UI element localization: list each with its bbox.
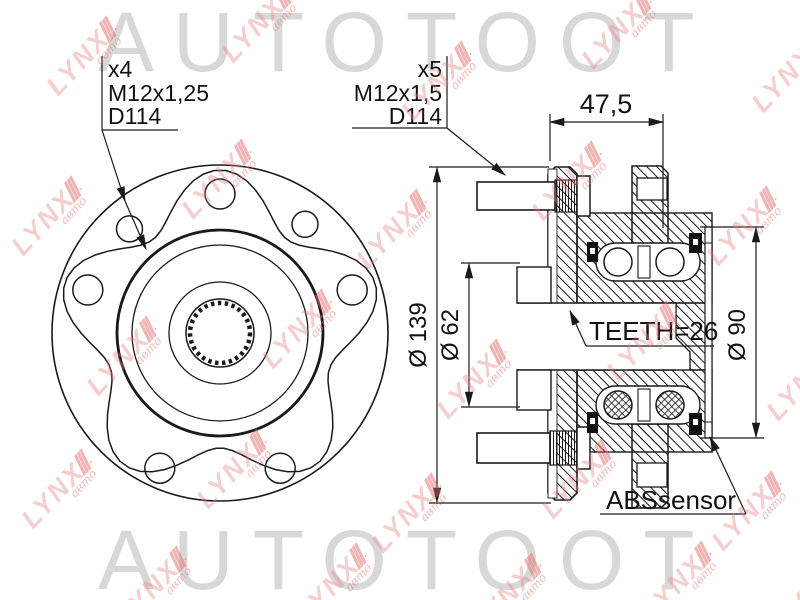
- stud-top-head: [576, 175, 591, 217]
- stud5-pcd-label: D114: [389, 103, 442, 129]
- section-knuckle-top-notch: [636, 177, 668, 201]
- watermark-text-top: AUTOTOOT: [98, 0, 714, 89]
- bearing-ball-bottom-left: [603, 390, 633, 420]
- front-hole: [204, 178, 236, 210]
- spline-teeth-label: TEETH=26: [589, 316, 718, 346]
- bearing-ball-bottom-right: [655, 390, 685, 420]
- front-stud-holes: [72, 178, 368, 484]
- dim-width-label: 47,5: [580, 89, 633, 119]
- front-hole: [115, 215, 144, 243]
- dim-bearing-dia-label: Ø 90: [724, 309, 751, 361]
- front-hole: [264, 452, 296, 484]
- stud5-thread-label: M12x1,5: [354, 80, 442, 106]
- front-spline-outer-circle: [185, 298, 255, 368]
- drawing-labels: x4 M12x1,25 D114 x5 M12x1,5 D114 47,5 Ø …: [108, 56, 751, 515]
- front-outer-circle: [51, 164, 389, 502]
- front-hole: [72, 274, 104, 306]
- hub-front-view: [51, 164, 389, 502]
- front-hole: [336, 274, 368, 306]
- dim-flange-dia-label: Ø 139: [405, 302, 432, 367]
- abs-sensor-label: ABSsensor: [606, 485, 736, 515]
- stud4-qty-label: x4: [108, 56, 133, 82]
- section-pilot-top: [516, 266, 552, 304]
- hub-section-view: [476, 165, 713, 509]
- stud-top-knurl: [554, 179, 578, 213]
- front-hole: [291, 210, 319, 239]
- bearing-ball-top-right: [655, 247, 685, 277]
- stud-bottom-shaft: [476, 432, 551, 464]
- stud5-qty-label: x5: [418, 56, 442, 82]
- section-knuckle-bottom-notch: [636, 462, 668, 488]
- watermark-text-bottom: AUTOTOOT: [98, 513, 714, 600]
- dim-pilot-dia-label: Ø 62: [437, 309, 464, 361]
- front-hole: [144, 452, 176, 484]
- dimensions: [101, 56, 764, 515]
- section-spline-bore: [517, 303, 676, 370]
- bearing-cage-bottom: [637, 388, 651, 422]
- front-bearing-circle-bold: [115, 228, 325, 438]
- seal-notches: [590, 239, 698, 425]
- front-flange-contour: [62, 169, 378, 473]
- bearing-cage-top: [637, 245, 651, 279]
- section-pilot-bottom: [516, 369, 552, 411]
- stud-top-shaft: [476, 181, 556, 211]
- front-circle-1: [131, 244, 309, 422]
- front-circle-2: [168, 281, 272, 385]
- stud-bottom-head: [576, 426, 591, 470]
- stud-bottom-knurl: [549, 430, 578, 466]
- section-bore-end-step: [675, 303, 691, 370]
- front-spline-teeth-ring: [187, 300, 253, 366]
- stud4-pcd-label: D114: [108, 103, 161, 129]
- stud4-thread-label: M12x1,25: [108, 80, 209, 106]
- bearing-ball-top-left: [603, 247, 633, 277]
